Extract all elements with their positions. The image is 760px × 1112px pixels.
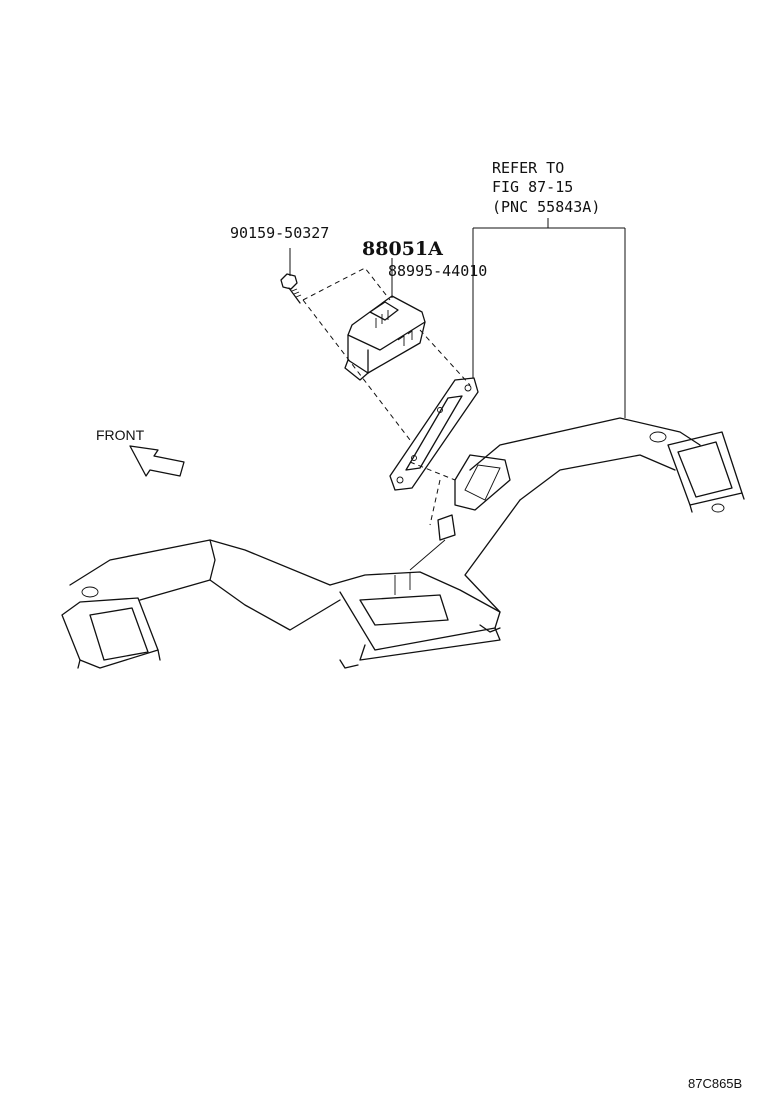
leader-lines xyxy=(289,218,626,418)
refer-line-2: FIG 87-15 xyxy=(492,178,574,196)
bolt-part-number: 90159-50327 xyxy=(230,224,330,242)
assembly-lines xyxy=(302,267,471,526)
switch-icon xyxy=(344,295,426,381)
front-arrow-icon xyxy=(129,445,185,477)
front-label: FRONT xyxy=(96,427,145,443)
switch-part-number: 88051A xyxy=(362,238,443,260)
figure-code: 87C865B xyxy=(688,1076,743,1091)
bolt-icon xyxy=(280,273,302,304)
air-duct-icon xyxy=(61,417,745,669)
bezel-icon xyxy=(389,377,479,491)
refer-line-1: REFER TO xyxy=(492,159,565,177)
refer-line-3: (PNC 55843A) xyxy=(492,198,601,216)
bezel-part-number: 88995-44010 xyxy=(388,262,488,280)
